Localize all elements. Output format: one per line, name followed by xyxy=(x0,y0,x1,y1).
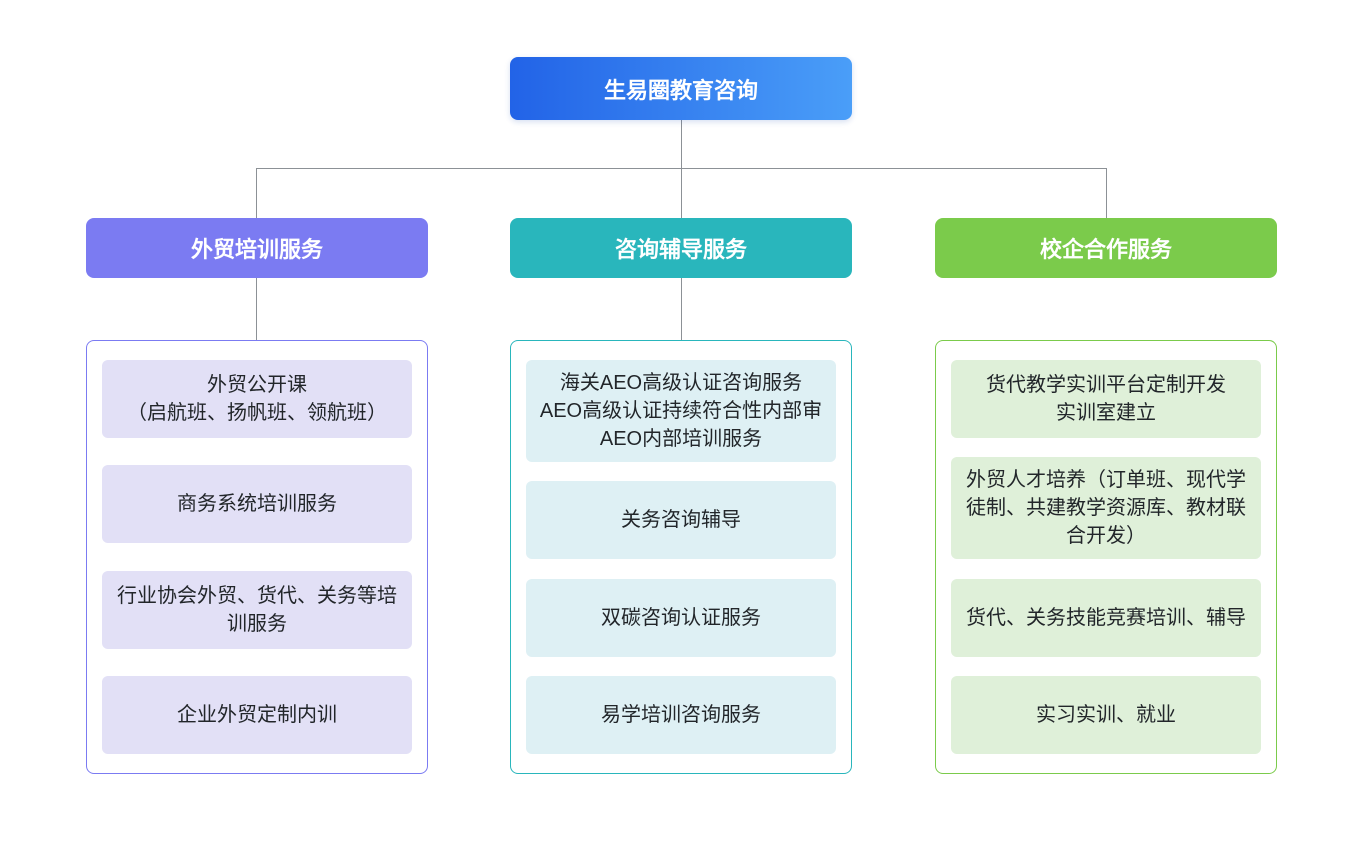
item-label: 外贸公开课 （启航班、扬帆班、领航班） xyxy=(127,374,387,424)
branch-header-consulting: 咨询辅导服务 xyxy=(510,218,852,278)
item-card: 货代、关务技能竞赛培训、辅导 xyxy=(951,578,1261,657)
item-card: 商务系统培训服务 xyxy=(102,465,412,544)
branch-header-school-enterprise: 校企合作服务 xyxy=(935,218,1277,278)
item-card: 企业外贸定制内训 xyxy=(102,675,412,754)
item-label: 货代、关务技能竞赛培训、辅导 xyxy=(966,606,1246,629)
connector-branch2-vertical xyxy=(681,168,682,218)
item-label: 易学培训咨询服务 xyxy=(601,703,761,726)
group-box-consulting: 海关AEO高级认证咨询服务 AEO高级认证持续符合性内部审 AEO内部培训服务 … xyxy=(510,340,852,774)
item-label: 企业外贸定制内训 xyxy=(177,703,337,726)
item-card: 行业协会外贸、货代、关务等培训服务 xyxy=(102,570,412,649)
item-label: 实习实训、就业 xyxy=(1036,703,1176,726)
item-card: 双碳咨询认证服务 xyxy=(526,578,836,657)
item-card: 易学培训咨询服务 xyxy=(526,675,836,754)
connector-branch3-vertical xyxy=(1106,168,1107,218)
connector-branch1-vertical xyxy=(256,168,257,218)
connector-branch2-sub-vertical xyxy=(681,278,682,340)
group-box-school-enterprise: 货代教学实训平台定制开发 实训室建立 外贸人才培养（订单班、现代学徒制、共建教学… xyxy=(935,340,1277,774)
root-node-label: 生易圈教育咨询 xyxy=(603,77,758,103)
item-card: 外贸人才培养（订单班、现代学徒制、共建教学资源库、教材联合开发） xyxy=(951,457,1261,560)
branch-header-label: 校企合作服务 xyxy=(1039,237,1172,262)
group-box-trade-training: 外贸公开课 （启航班、扬帆班、领航班） 商务系统培训服务 行业协会外贸、货代、关… xyxy=(86,340,428,774)
item-label: 海关AEO高级认证咨询服务 AEO高级认证持续符合性内部审 AEO内部培训服务 xyxy=(539,372,823,450)
root-node: 生易圈教育咨询 xyxy=(510,57,852,120)
item-card: 货代教学实训平台定制开发 实训室建立 xyxy=(951,360,1261,438)
branch-header-label: 咨询辅导服务 xyxy=(614,237,747,262)
item-card: 海关AEO高级认证咨询服务 AEO高级认证持续符合性内部审 AEO内部培训服务 xyxy=(526,360,836,462)
connector-root-vertical xyxy=(681,120,682,168)
item-card: 外贸公开课 （启航班、扬帆班、领航班） xyxy=(102,360,412,438)
item-label: 外贸人才培养（订单班、现代学徒制、共建教学资源库、教材联合开发） xyxy=(966,469,1246,548)
item-label: 行业协会外贸、货代、关务等培训服务 xyxy=(117,584,397,635)
item-label: 双碳咨询认证服务 xyxy=(601,606,761,629)
branch-header-label: 外贸培训服务 xyxy=(190,237,323,262)
item-label: 商务系统培训服务 xyxy=(177,493,337,516)
connector-branch1-sub-vertical xyxy=(256,278,257,340)
item-card: 关务咨询辅导 xyxy=(526,481,836,560)
item-label: 关务咨询辅导 xyxy=(621,509,741,532)
branch-header-trade-training: 外贸培训服务 xyxy=(86,218,428,278)
item-label: 货代教学实训平台定制开发 实训室建立 xyxy=(986,374,1226,424)
item-card: 实习实训、就业 xyxy=(951,675,1261,754)
